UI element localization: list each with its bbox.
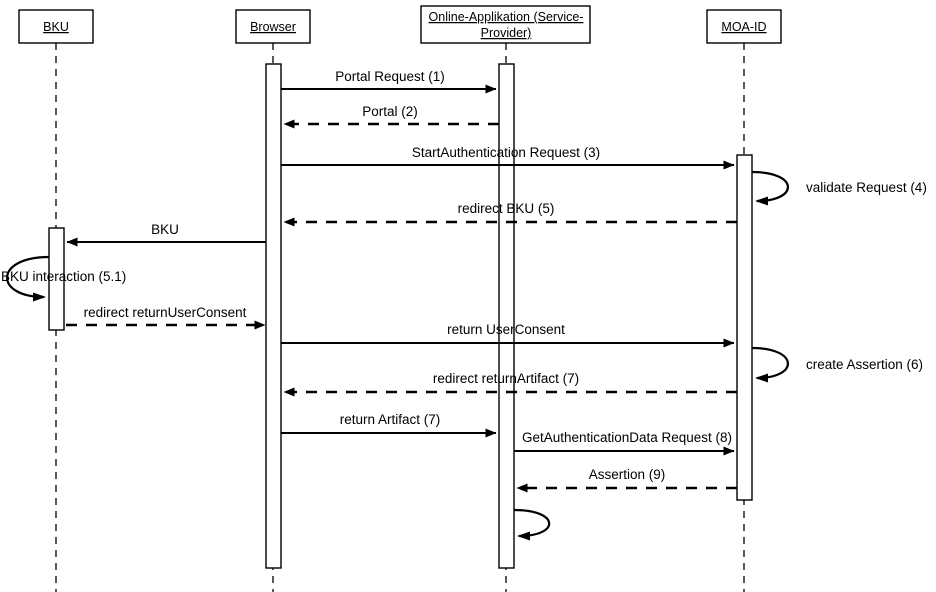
message-label-redirect-returnuserconsent: redirect returnUserConsent: [84, 305, 247, 320]
message-portal: Portal (2): [283, 104, 499, 129]
message-label-validate-request: validate Request (4): [806, 180, 927, 195]
message-bku: BKU: [66, 222, 266, 247]
lifeline-label-moa-id: MOA-ID: [721, 20, 766, 34]
activation-bar-bku: [48, 227, 65, 331]
message-redirect-returnartifact: redirect returnArtifact (7): [283, 371, 737, 397]
lifeline-box-browser[interactable]: [235, 9, 311, 44]
message-label-portal-request: Portal Request (1): [335, 69, 445, 84]
message-label-assertion: Assertion (9): [589, 467, 666, 482]
lifeline-headers: BKU Browser Online-Applikation (Service-…: [18, 5, 782, 44]
message-portal-request: Portal Request (1): [281, 69, 497, 94]
message-startauthentication-request: StartAuthentication Request (3): [281, 145, 735, 170]
selfloop-arrow-authenticateuser: [513, 508, 551, 541]
message-return-artifact: return Artifact (7): [281, 412, 497, 438]
message-label-bku-interaction: BKU interaction (5.1): [1, 269, 126, 284]
message-assertion: Assertion (9): [516, 467, 737, 493]
activation-bar-online-applikation: [498, 63, 515, 569]
lifeline-box-bku[interactable]: [18, 9, 94, 44]
message-redirect-returnuserconsent: redirect returnUserConsent: [66, 305, 266, 330]
message-getauthenticationdata-request: GetAuthenticationData Request (8): [514, 430, 735, 456]
message-label-redirect-bku: redirect BKU (5): [458, 201, 555, 216]
message-authenticateuser: [513, 508, 551, 541]
lifeline-box-online-applikation[interactable]: [420, 5, 591, 44]
lifeline-label-online-applikation: Online-Applikation (Service-: [429, 10, 584, 24]
message-redirect-bku: redirect BKU (5): [283, 201, 737, 227]
activation-bars: [48, 63, 753, 569]
selfloop-arrow-create-assertion: [751, 346, 789, 383]
lifeline-label-browser: Browser: [250, 20, 296, 34]
message-bku-interaction: BKU interaction (5.1): [1, 255, 126, 302]
selfloop-arrow-validate-request: [751, 170, 789, 206]
lifeline-label-online-applikation-line2: Provider): [481, 26, 532, 40]
selfloop-arrow-bku-interaction: [6, 255, 50, 302]
message-label-return-userconsent: return UserConsent: [447, 322, 565, 337]
activation-bar-browser: [265, 63, 282, 569]
message-label-bku: BKU: [151, 222, 179, 237]
lifeline-label-bku: BKU: [43, 20, 69, 34]
message-label-startauthentication-request: StartAuthentication Request (3): [412, 145, 600, 160]
message-label-redirect-returnartifact: redirect returnArtifact (7): [433, 371, 579, 386]
message-label-return-artifact: return Artifact (7): [340, 412, 441, 427]
message-label-getauthenticationdata-request: GetAuthenticationData Request (8): [522, 430, 732, 445]
message-label-portal: Portal (2): [362, 104, 418, 119]
message-create-assertion: create Assertion (6): [751, 346, 923, 383]
message-label-create-assertion: create Assertion (6): [806, 357, 923, 372]
lifeline-box-moa-id[interactable]: [706, 9, 782, 44]
message-validate-request: validate Request (4): [751, 170, 927, 206]
activation-bar-moa-id: [736, 154, 753, 501]
message-return-userconsent: return UserConsent: [281, 322, 735, 348]
